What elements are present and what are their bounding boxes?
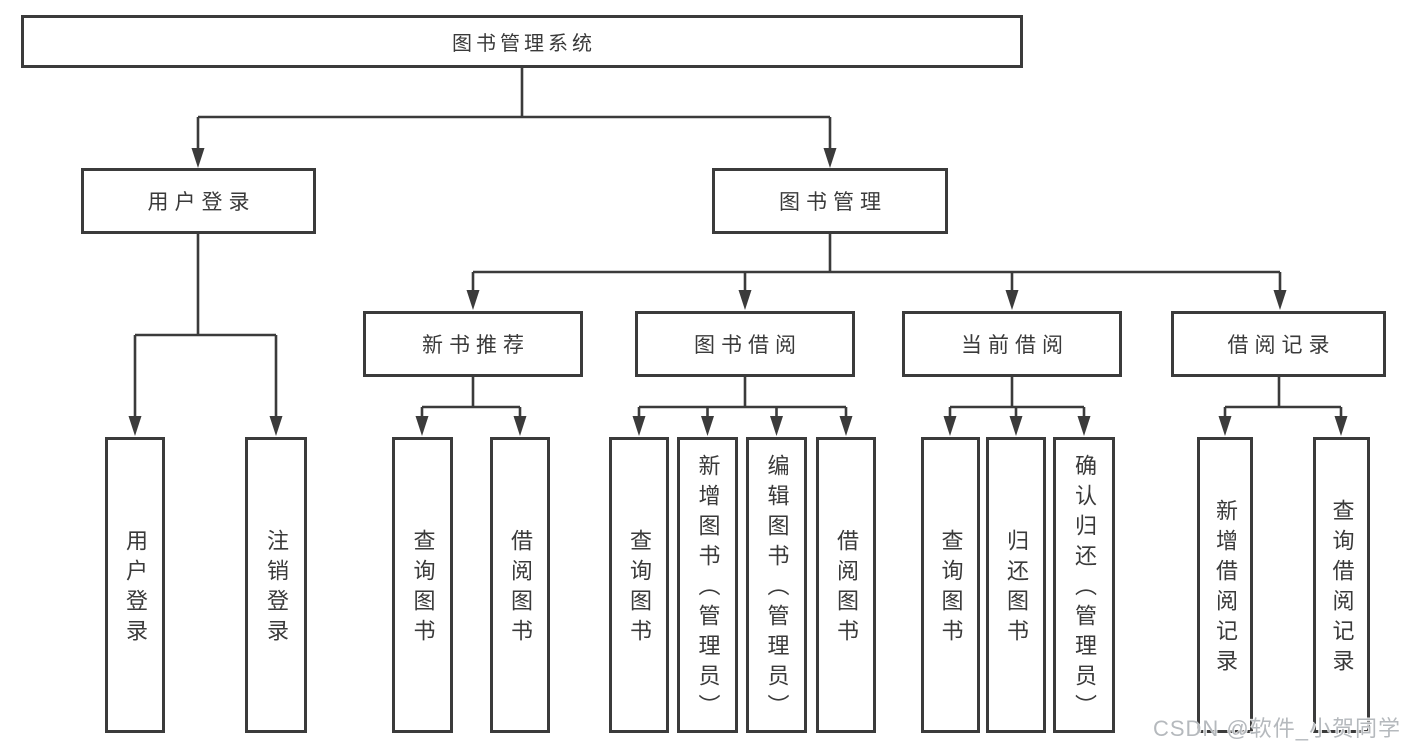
leaf-logout: 注销登录 [245, 437, 307, 733]
leaf-borrow-book-label: 借阅图书 [833, 529, 859, 649]
leaf-user-login: 用户登录 [105, 437, 165, 733]
leaf-add-book-admin: 新增图书（管理员） [677, 437, 738, 733]
leaf-query-borrow-record: 查询借阅记录 [1313, 437, 1370, 733]
node-book-management: 图书管理 [712, 168, 948, 234]
leaf-user-login-label: 用户登录 [122, 529, 148, 649]
node-new-book-recommend-label: 新书推荐 [422, 334, 530, 357]
leaf-add-borrow-record-label: 新增借阅记录 [1212, 499, 1238, 679]
node-current-borrow: 当前借阅 [902, 311, 1122, 377]
connector-new-book-to-leaves [415, 377, 527, 436]
leaf-query-book-borrow-label: 查询图书 [626, 529, 652, 649]
leaf-query-book-recommend: 查询图书 [392, 437, 453, 733]
leaf-add-borrow-record: 新增借阅记录 [1197, 437, 1253, 733]
leaf-query-book-recommend-label: 查询图书 [410, 529, 436, 649]
leaf-confirm-return-admin: 确认归还（管理员） [1053, 437, 1115, 733]
leaf-query-book-current: 查询图书 [921, 437, 980, 733]
node-book-management-label: 图书管理 [779, 191, 887, 214]
connector-root-to-level2 [191, 68, 837, 168]
connector-current-borrow-to-leaves [943, 377, 1091, 436]
leaf-add-book-admin-label: 新增图书（管理员） [695, 454, 721, 724]
node-book-borrow: 图书借阅 [635, 311, 855, 377]
node-borrow-record-label: 借阅记录 [1227, 334, 1336, 357]
leaf-edit-book-admin: 编辑图书（管理员） [746, 437, 807, 733]
leaf-borrow-book-recommend: 借阅图书 [490, 437, 550, 733]
leaf-return-book: 归还图书 [986, 437, 1046, 733]
connector-book-borrow-to-leaves [632, 377, 853, 436]
leaf-borrow-book-recommend-label: 借阅图书 [507, 529, 533, 649]
connector-borrow-record-to-leaves [1218, 377, 1348, 436]
csdn-watermark: CSDN @软件_小贺同学 [1152, 716, 1401, 741]
leaf-query-book-current-label: 查询图书 [938, 529, 964, 649]
leaf-borrow-book: 借阅图书 [816, 437, 876, 733]
leaf-logout-label: 注销登录 [263, 529, 289, 649]
leaf-edit-book-admin-label: 编辑图书（管理员） [764, 454, 790, 724]
leaf-query-book-borrow: 查询图书 [609, 437, 669, 733]
node-user-login: 用户登录 [81, 168, 316, 234]
node-borrow-record: 借阅记录 [1171, 311, 1386, 377]
leaf-confirm-return-admin-label: 确认归还（管理员） [1071, 454, 1097, 724]
node-new-book-recommend: 新书推荐 [363, 311, 583, 377]
connector-user-login-to-leaves [128, 233, 283, 436]
leaf-return-book-label: 归还图书 [1003, 529, 1029, 649]
leaf-query-borrow-record-label: 查询借阅记录 [1329, 499, 1355, 679]
node-root: 图书管理系统 [21, 15, 1023, 68]
node-user-login-label: 用户登录 [147, 191, 256, 214]
node-current-borrow-label: 当前借阅 [961, 334, 1069, 357]
connector-book-management-to-level3 [466, 234, 1287, 310]
node-book-borrow-label: 图书借阅 [694, 334, 802, 357]
node-root-label: 图书管理系统 [452, 33, 596, 55]
